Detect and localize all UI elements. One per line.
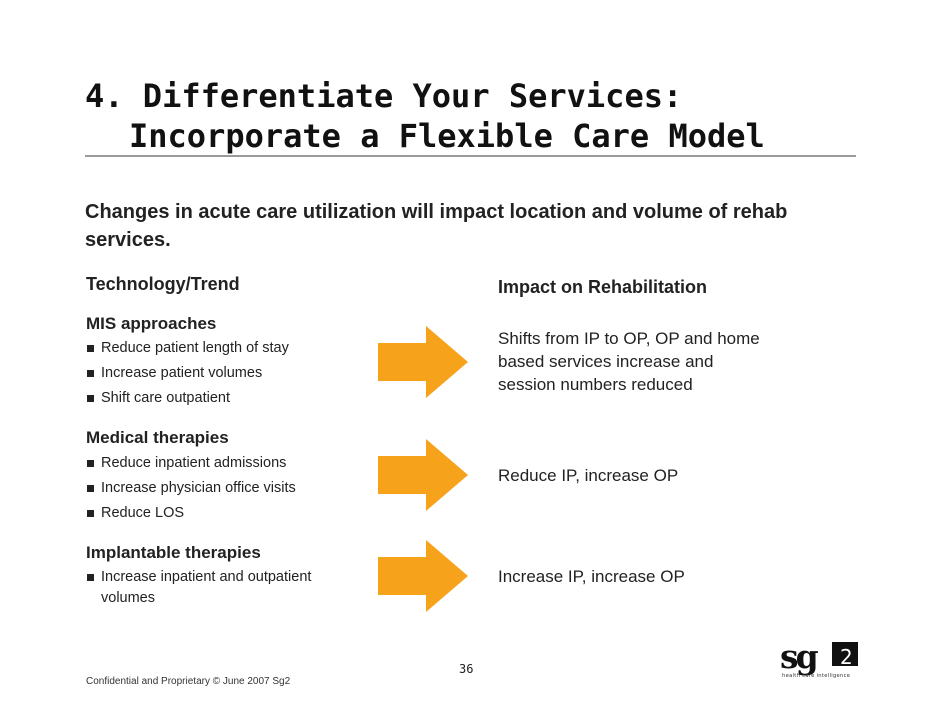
slide-subtitle: Changes in acute care utilization will i…: [85, 201, 788, 251]
list-item: Increase physician office visits: [86, 476, 296, 501]
title-divider: [85, 155, 856, 157]
group-heading-mis: MIS approaches: [86, 314, 217, 333]
impact-text-implantable: Increase IP, increase OP: [498, 567, 685, 586]
impact-text-medical: Reduce IP, increase OP: [498, 466, 679, 485]
page-number: 36: [459, 662, 474, 676]
title-line-1: 4. Differentiate Your Services:: [85, 77, 683, 115]
list-item: Reduce inpatient admissions: [86, 451, 296, 476]
logo-tagline: health care intelligence: [782, 673, 850, 679]
impact-text-mis: Shifts from IP to OP, OP and home based …: [498, 329, 760, 394]
list-item: Increase inpatient and outpatient volume…: [86, 565, 361, 609]
title-line-2: Incorporate a Flexible Care Model: [129, 117, 765, 155]
logo-block: [832, 642, 858, 666]
list-item: Shift care outpatient: [86, 386, 289, 411]
list-item: Reduce patient length of stay: [86, 336, 289, 361]
arrow-right-icon: [378, 439, 468, 511]
group-heading-implantable: Implantable therapies: [86, 543, 261, 562]
logo-digit: 2: [840, 645, 853, 669]
group-heading-medical: Medical therapies: [86, 428, 229, 447]
bullet-list-implantable: Increase inpatient and outpatient volume…: [86, 565, 361, 609]
column-header-trend: Technology/Trend: [86, 274, 240, 294]
arrow-right-icon: [378, 540, 468, 612]
slide-title: 4. Differentiate Your Services: Incorpor…: [85, 76, 765, 156]
bullet-list-mis: Reduce patient length of stay Increase p…: [86, 336, 289, 411]
list-item: Increase patient volumes: [86, 361, 289, 386]
arrow-right-icon: [378, 326, 468, 398]
logo-mark: sg: [780, 640, 819, 676]
sg2-logo: sg 2 health care intelligence: [780, 640, 858, 679]
footer-confidential: Confidential and Proprietary © June 2007…: [86, 676, 291, 687]
bullet-list-medical: Reduce inpatient admissions Increase phy…: [86, 451, 296, 526]
list-item: Reduce LOS: [86, 501, 296, 526]
column-header-impact: Impact on Rehabilitation: [498, 277, 708, 297]
